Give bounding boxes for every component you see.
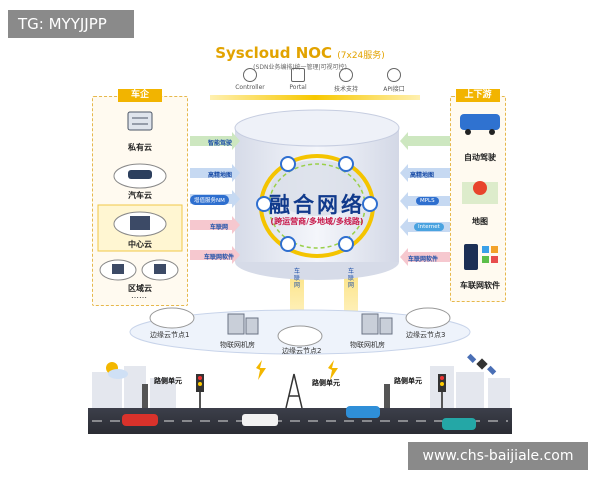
ring-node (280, 156, 296, 172)
ring-nodes (256, 156, 378, 252)
right-arrow-label-3: Internet (414, 223, 444, 231)
world-map (271, 160, 363, 216)
left-arrow-label-2: 高精地图 (208, 172, 233, 179)
left-arrow-1 (190, 132, 240, 150)
left-arrow-4 (190, 216, 240, 234)
left-panel-more: …… (131, 291, 147, 300)
node-region-cloud: 区域云 (128, 284, 152, 293)
traffic-light-icons (196, 374, 446, 408)
node-map: 地图 (472, 217, 488, 226)
roadside-unit-label-3: 路侧单元 (394, 377, 422, 385)
vehicle-teal (442, 418, 476, 430)
ring-node (338, 156, 354, 172)
noc-item-label: Controller (235, 84, 265, 91)
right-arrow-label-1: 高精地图 (410, 172, 435, 179)
center-cloud-icon (113, 211, 167, 237)
vertical-label-right: 车联网 (347, 268, 354, 289)
node-autonomous-driving: 自动驾驶 (464, 153, 496, 162)
center-subtitle: (跨运营商/多地域/多线路) (270, 217, 364, 226)
left-arrow-label-4: 车联网 (210, 224, 229, 231)
roadside-unit-icons (142, 384, 390, 408)
right-panel-title: 上下游 (456, 89, 500, 102)
noc-item-label: Portal (289, 84, 307, 91)
server-icon (127, 111, 153, 131)
noc-subtitle: (SDN业务编排|统一管理|可视可控) (253, 64, 347, 71)
vehicle-blue (346, 406, 380, 418)
satellite-icon (467, 353, 497, 375)
ring-node (256, 196, 272, 212)
controller-icon (243, 68, 257, 82)
noc-title: Syscloud NOC (7x24服务) (0, 44, 600, 62)
watermark-top: TG: MYYJJPP (8, 10, 134, 38)
center-title: 融合网络 (269, 193, 365, 217)
noc-item-api: API接口 (372, 68, 416, 93)
noc-item-label: 技术支持 (333, 86, 358, 93)
noc-title-suffix: (7x24服务) (337, 51, 385, 61)
rack-icons (227, 313, 393, 335)
left-arrow-5 (190, 246, 240, 264)
node-car-cloud: 汽车云 (128, 191, 152, 200)
vertical-label-left: 车联网 (293, 268, 300, 289)
cell-tower-icon (285, 373, 303, 409)
map-pin-icon (462, 181, 498, 204)
ring-node (280, 236, 296, 252)
api-icon (387, 68, 401, 82)
right-arrow-1 (400, 132, 450, 150)
edge-cloud-icons (149, 307, 451, 347)
node-iov-software: 车联网软件 (460, 281, 500, 290)
cylinder-top (234, 109, 400, 147)
noc-connector-bar (210, 95, 420, 100)
ring-node (362, 196, 378, 212)
right-arrow-label-2: MPLS (416, 197, 439, 205)
left-arrow-label-3: 增值服务NM (190, 195, 229, 205)
car-cloud-icon (113, 163, 167, 189)
vehicles (122, 406, 476, 430)
noc-title-main: Syscloud NOC (215, 44, 333, 62)
edge-node-2: 边缘云节点2 (282, 347, 322, 355)
city-skyline (92, 366, 510, 408)
phone-apps-icon (464, 244, 498, 270)
roadside-unit-label-2: 路侧单元 (312, 379, 340, 387)
right-panel (450, 96, 506, 302)
signal-bolt-icons (256, 360, 338, 380)
noc-item-controller: Controller (228, 68, 272, 91)
portal-icon (291, 68, 305, 82)
noc-item-support: 技术支持 (324, 68, 368, 93)
autonomous-car-icon (460, 114, 500, 135)
right-arrow-label-4: 车联网软件 (408, 256, 439, 263)
vehicle-white (242, 414, 278, 426)
noc-item-label: API接口 (383, 86, 405, 93)
region-cloud-icons (99, 259, 179, 281)
left-arrow-label-5: 车联网软件 (204, 254, 235, 261)
noc-item-portal: Portal (276, 68, 320, 91)
right-arrow-5 (400, 248, 450, 266)
node-center-cloud: 中心云 (128, 240, 152, 249)
sun-cloud-icon (106, 362, 128, 379)
left-panel (92, 96, 188, 306)
vehicle-red (122, 414, 158, 426)
left-arrow-label-1: 智能驾驶 (208, 140, 233, 147)
edge-room-1: 物联网机房 (220, 341, 255, 349)
edge-node-3: 边缘云节点3 (406, 331, 446, 339)
ring-node (338, 236, 354, 252)
right-arrows (400, 132, 450, 266)
edge-node-1: 边缘云节点1 (150, 331, 190, 339)
left-arrow-2 (190, 164, 240, 182)
support-icon (339, 68, 353, 82)
left-arrows (190, 132, 240, 264)
roadside-unit-label-1: 路侧单元 (154, 377, 182, 385)
node-private-cloud: 私有云 (128, 143, 152, 152)
edge-room-2: 物联网机房 (350, 341, 385, 349)
right-arrow-2 (400, 164, 450, 182)
noc-items: Controller Portal 技术支持 API接口 (222, 68, 422, 96)
left-panel-title: 车企 (118, 89, 162, 102)
watermark-bottom: www.chs-baijiale.com (408, 442, 588, 470)
